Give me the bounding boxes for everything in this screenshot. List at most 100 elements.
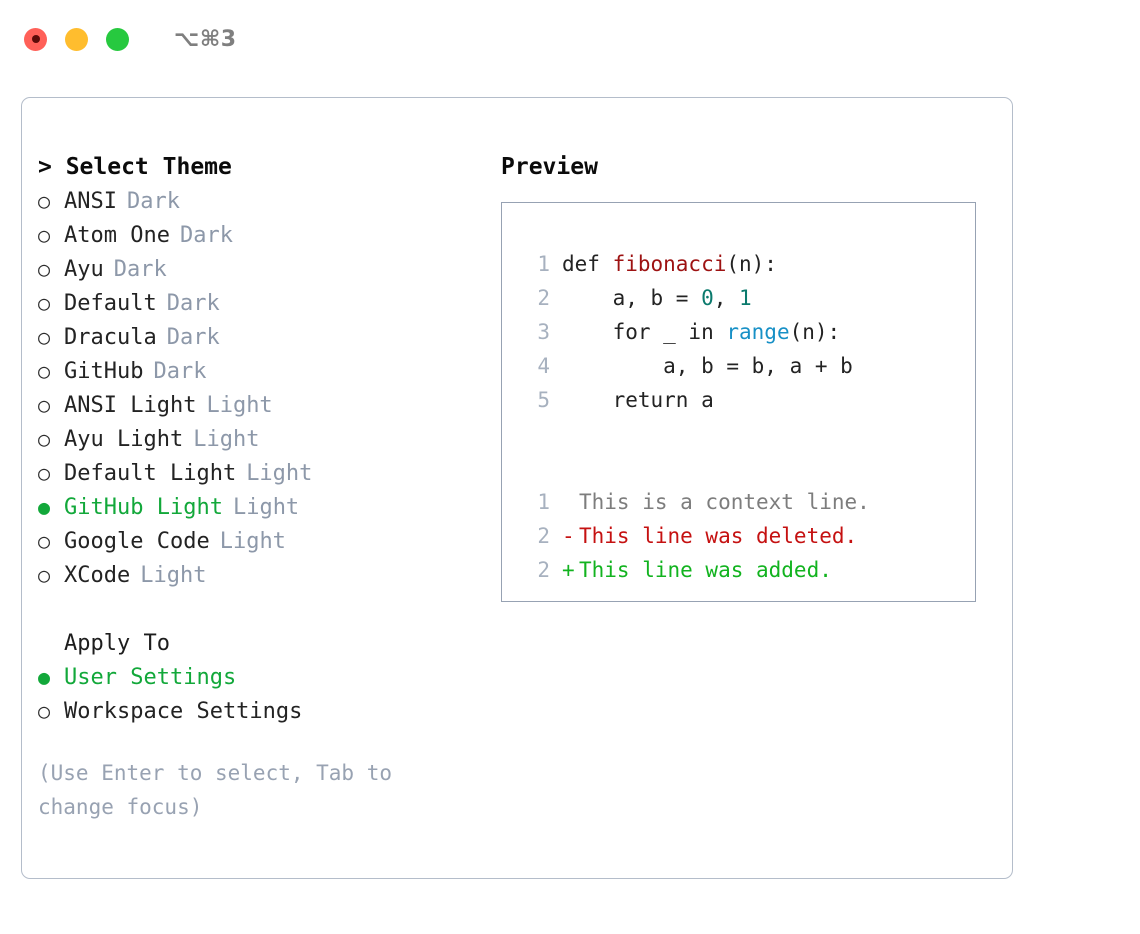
preview-heading: Preview — [501, 154, 598, 180]
code-token: , — [713, 286, 740, 310]
code-token: def — [562, 252, 613, 276]
line-number: 2 — [537, 286, 550, 310]
theme-option-tag: Dark — [126, 189, 180, 214]
code-token: (n): — [789, 320, 841, 344]
theme-option-tag: Light — [219, 529, 286, 554]
line-number: 2 — [537, 524, 550, 548]
theme-option-tag: Light — [246, 461, 313, 486]
apply-to-heading: Apply To — [64, 631, 170, 656]
line-number: 5 — [537, 388, 550, 412]
diff-line-context: 1 This is a context line. — [502, 485, 975, 519]
radio-icon: ○ — [38, 427, 51, 451]
line-number: 1 — [537, 252, 550, 276]
apply-to-option-label: Workspace Settings — [64, 699, 303, 724]
theme-option-tag: Dark — [166, 325, 220, 350]
main-panel: > Select Theme ○ ANSI Dark ○ Atom One Da… — [21, 97, 1013, 879]
theme-option-label: Google Code — [64, 529, 210, 554]
radio-icon: ○ — [38, 223, 51, 247]
list-spacer — [38, 592, 490, 626]
theme-option-label: Default — [64, 291, 157, 316]
heading-marker-placeholder: ○ — [38, 626, 64, 660]
radio-icon: ○ — [38, 291, 51, 315]
panel-columns: > Select Theme ○ ANSI Dark ○ Atom One Da… — [22, 98, 1012, 878]
theme-option-dracula-dark[interactable]: ○ Dracula Dark — [38, 320, 490, 354]
diff-text: This line was added. — [579, 558, 832, 582]
theme-option-ayu-light[interactable]: ○ Ayu Light Light — [38, 422, 490, 456]
minimize-button[interactable] — [65, 27, 88, 51]
radio-icon: ○ — [38, 393, 51, 417]
line-number: 2 — [537, 558, 550, 582]
theme-option-label: GitHub Light — [64, 495, 223, 520]
theme-option-list[interactable]: ○ ANSI Dark ○ Atom One Dark ○ Ayu Dark — [38, 184, 490, 592]
theme-option-ansi-light[interactable]: ○ ANSI Light Light — [38, 388, 490, 422]
preview-box: 1 def fibonacci(n): 2 a, b = 0, 1 3 for … — [501, 202, 976, 602]
radio-icon: ○ — [38, 257, 51, 281]
theme-option-label: Default Light — [64, 461, 237, 486]
apply-to-option-list[interactable]: ● User Settings ○ Workspace Settings — [38, 660, 490, 728]
diff-sign — [562, 485, 579, 519]
diff-separator — [502, 451, 975, 485]
theme-option-label: XCode — [64, 563, 131, 588]
code-content: return a — [562, 383, 714, 417]
radio-icon: ○ — [38, 359, 51, 383]
radio-icon: ○ — [38, 529, 51, 553]
radio-icon: ○ — [38, 189, 51, 213]
theme-option-label: ANSI — [64, 189, 117, 214]
select-theme-heading: > Select Theme — [38, 154, 232, 180]
diff-text: This line was deleted. — [579, 524, 858, 548]
line-number: 1 — [537, 490, 550, 514]
close-button[interactable] — [24, 27, 47, 51]
theme-option-label: Atom One — [64, 223, 170, 248]
radio-selected-icon: ● — [38, 665, 51, 689]
code-content: def fibonacci(n): — [562, 247, 777, 281]
theme-option-label: ANSI Light — [64, 393, 197, 418]
code-token: a, b = b, a + b — [663, 354, 853, 378]
line-number: 3 — [537, 320, 550, 344]
theme-option-github-light[interactable]: ● GitHub Light Light — [38, 490, 490, 524]
code-token-number: 1 — [739, 286, 752, 310]
theme-option-label: GitHub — [64, 359, 144, 384]
title-bar: ⌥⌘3 — [0, 0, 1140, 78]
keyboard-shortcut-label: ⌥⌘3 — [174, 26, 237, 52]
close-icon — [31, 35, 40, 43]
line-number: 4 — [537, 354, 550, 378]
apply-to-heading-row: ○ Apply To — [38, 626, 490, 660]
code-token-number: 0 — [701, 286, 714, 310]
code-token-call: range — [726, 320, 790, 344]
code-token: return a — [612, 388, 714, 412]
theme-option-atom-one-dark[interactable]: ○ Atom One Dark — [38, 218, 490, 252]
diff-sign-minus: - — [562, 524, 575, 548]
theme-option-tag: Dark — [113, 257, 167, 282]
radio-icon: ○ — [38, 461, 51, 485]
diff-line-deleted: 2 - This line was deleted. — [502, 519, 975, 553]
theme-option-google-code[interactable]: ○ Google Code Light — [38, 524, 490, 558]
theme-option-default-light[interactable]: ○ Default Light Light — [38, 456, 490, 490]
code-token: (n): — [726, 252, 777, 276]
theme-option-default-dark[interactable]: ○ Default Dark — [38, 286, 490, 320]
theme-option-label: Dracula — [64, 325, 157, 350]
apply-to-option-workspace-settings[interactable]: ○ Workspace Settings — [38, 694, 490, 728]
diff-text: This is a context line. — [579, 490, 870, 514]
traffic-light-buttons — [24, 27, 129, 51]
code-line: 5 return a — [502, 383, 975, 417]
preview-column: Preview 1 def fibonacci(n): 2 a, b = 0, … — [501, 150, 997, 602]
apply-to-option-user-settings[interactable]: ● User Settings — [38, 660, 490, 694]
theme-option-tag: Light — [193, 427, 260, 452]
diff-separator — [502, 417, 975, 451]
theme-option-tag: Dark — [179, 223, 233, 248]
keyboard-hint-text: (Use Enter to select, Tab to change focu… — [38, 761, 393, 819]
theme-option-xcode[interactable]: ○ XCode Light — [38, 558, 490, 592]
theme-picker-column: > Select Theme ○ ANSI Dark ○ Atom One Da… — [38, 150, 490, 824]
code-line: 4 a, b = b, a + b — [502, 349, 975, 383]
radio-icon: ○ — [38, 699, 51, 723]
theme-option-ansi-dark[interactable]: ○ ANSI Dark — [38, 184, 490, 218]
diff-line-added: 2 + This line was added. — [502, 553, 975, 587]
maximize-button[interactable] — [106, 27, 129, 51]
theme-option-github-dark[interactable]: ○ GitHub Dark — [38, 354, 490, 388]
code-line: 2 a, b = 0, 1 — [502, 281, 975, 315]
code-line: 1 def fibonacci(n): — [502, 247, 975, 281]
code-token: for _ in — [612, 320, 727, 344]
radio-selected-icon: ● — [38, 495, 51, 519]
theme-option-ayu-dark[interactable]: ○ Ayu Dark — [38, 252, 490, 286]
